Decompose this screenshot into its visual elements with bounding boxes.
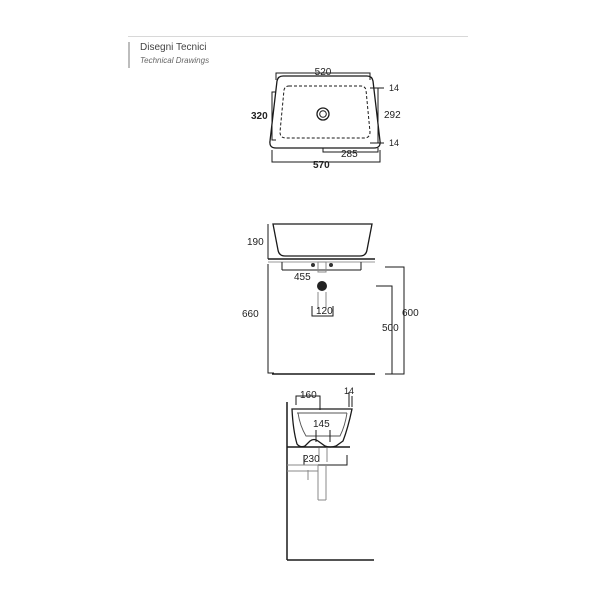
basin-outline-top: [269, 75, 381, 149]
dim-label-145: 145: [313, 419, 330, 430]
basin-profile-side: [291, 408, 353, 448]
dim-label-14-top: 14: [389, 83, 399, 93]
dim-line-570: [271, 150, 381, 163]
waste-pipe-top: [317, 261, 327, 273]
dim-label-190: 190: [247, 237, 264, 248]
dim-line-520: [275, 72, 371, 80]
title-accent-bar: [128, 42, 130, 68]
drain-hole-inner: [319, 110, 327, 118]
dim-line-14-side: [348, 392, 353, 407]
dim-label-455: 455: [294, 272, 311, 283]
front-view: [267, 223, 405, 375]
dim-line-600: [385, 266, 405, 375]
side-view: [286, 392, 374, 561]
waste-pipe-lower: [317, 292, 327, 309]
dim-line-right: [370, 87, 379, 144]
dim-line-145: [315, 430, 331, 442]
basin-inner-side: [297, 412, 348, 437]
dim-label-660: 660: [242, 309, 259, 320]
waste-pipe-side: [318, 448, 328, 462]
dim-label-14-side: 14: [344, 386, 354, 396]
waste-trap-front: [317, 281, 327, 291]
dim-line-660: [267, 264, 274, 374]
dim-line-285: [322, 148, 379, 153]
dim-label-500: 500: [382, 323, 399, 334]
waste-trap-side: [287, 464, 327, 501]
dim-label-292: 292: [384, 110, 401, 121]
dim-label-14-bottom: 14: [389, 138, 399, 148]
dim-label-600: 600: [402, 308, 419, 319]
header-divider: [128, 36, 468, 37]
dim-label-320: 320: [251, 111, 268, 122]
dim-label-570: 570: [313, 160, 330, 171]
title-italian: Disegni Tecnici: [140, 42, 207, 53]
dim-line-320: [271, 91, 276, 141]
top-view: [269, 72, 384, 163]
dim-line-500: [376, 285, 393, 374]
dim-label-160: 160: [300, 390, 317, 401]
dim-label-230: 230: [303, 454, 320, 465]
drain-hole: [316, 107, 330, 121]
title-english: Technical Drawings: [140, 56, 210, 65]
dim-label-285: 285: [341, 149, 358, 160]
fixing-bolt-right: [329, 263, 333, 267]
basin-inner-dashed: [279, 85, 371, 139]
fixing-bolt-left: [311, 263, 315, 267]
basin-body-front: [272, 223, 373, 257]
dim-label-520: 520: [315, 67, 332, 78]
dim-line-120: [311, 306, 334, 317]
dim-line-160: [295, 395, 321, 410]
dim-label-120: 120: [316, 306, 333, 317]
